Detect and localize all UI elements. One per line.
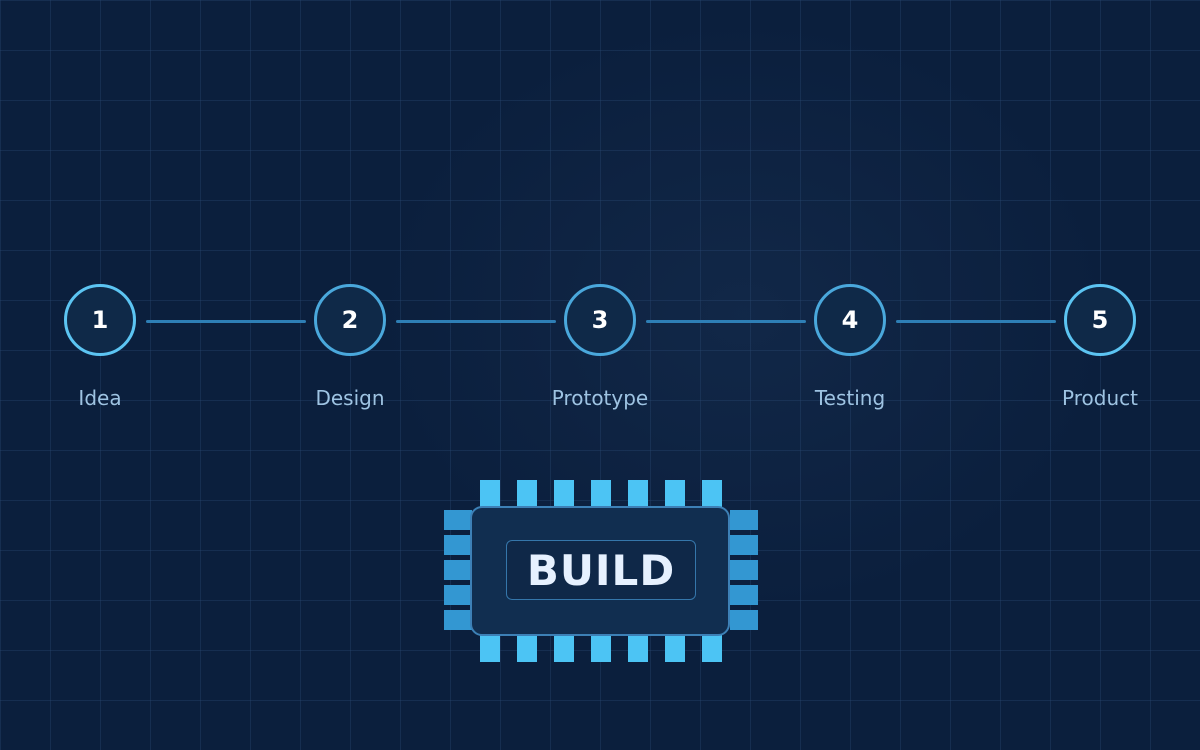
step-3-circle: 3 (564, 284, 636, 356)
step-3-number: 3 (591, 306, 609, 334)
connector-1-2 (146, 320, 306, 323)
chip-pin (730, 535, 758, 555)
chip-pin (665, 634, 685, 662)
chip-pin (591, 480, 611, 508)
step-2-circle: 2 (314, 284, 386, 356)
chip-pin (730, 610, 758, 630)
chip-pin (730, 585, 758, 605)
chip-pin (702, 634, 722, 662)
chip-pin (730, 510, 758, 530)
chip-pin (444, 610, 472, 630)
connector-2-3 (396, 320, 556, 323)
chip-pin (480, 480, 500, 508)
step-4-label: Testing (814, 386, 886, 410)
step-5-circle: 5 (1064, 284, 1136, 356)
chip-pin (665, 480, 685, 508)
chip-pin (444, 535, 472, 555)
chip-pin (591, 634, 611, 662)
step-2-label: Design (315, 386, 385, 410)
microchip-icon: BUILD (440, 476, 760, 666)
chip-pin (517, 480, 537, 508)
chip-pin (730, 560, 758, 580)
step-4-circle: 4 (814, 284, 886, 356)
chip-body: BUILD (470, 506, 730, 636)
chip-pin (480, 634, 500, 662)
connector-4-5 (896, 320, 1056, 323)
chip-pin (444, 510, 472, 530)
step-2-number: 2 (341, 306, 359, 334)
chip-pin (628, 480, 648, 508)
chip-label: BUILD (506, 540, 696, 600)
chip-pin (702, 480, 722, 508)
step-4-number: 4 (841, 306, 859, 334)
chip-pin (444, 585, 472, 605)
step-5-number: 5 (1091, 306, 1109, 334)
step-1-label: Idea (78, 386, 122, 410)
chip-pin (554, 480, 574, 508)
connector-3-4 (646, 320, 806, 323)
step-1-number: 1 (91, 306, 109, 334)
chip-pin (554, 634, 574, 662)
chip-pin (444, 560, 472, 580)
chip-pin (628, 634, 648, 662)
step-3-label: Prototype (551, 386, 649, 410)
step-5-label: Product (1062, 386, 1138, 410)
step-1-circle: 1 (64, 284, 136, 356)
chip-pin (517, 634, 537, 662)
